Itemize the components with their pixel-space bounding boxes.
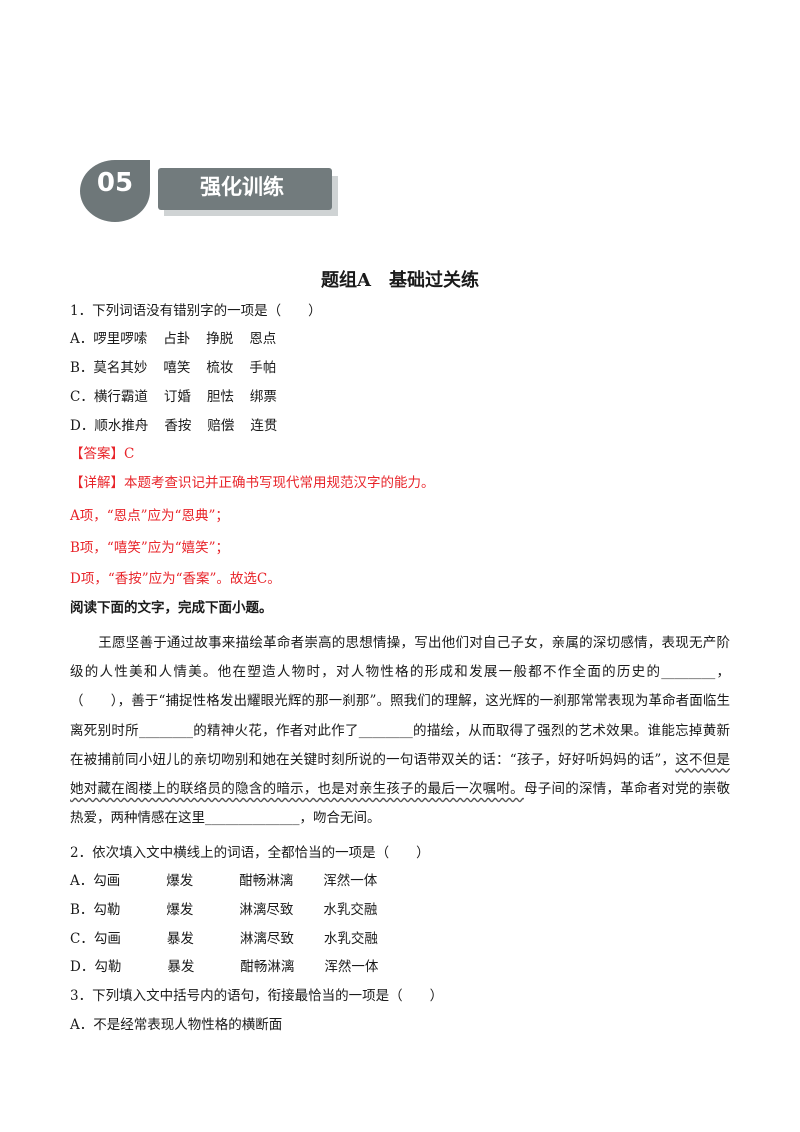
- option-word: 暴发: [167, 959, 195, 975]
- option-word: 浑然一体: [323, 873, 378, 889]
- option-letter: B．: [70, 902, 94, 918]
- option-word: 勾勒: [94, 959, 122, 975]
- passage-wavy-sentence: 这不但是她对藏在阁楼上的联络员的隐含的暗示，也是对亲生孩子的最后一次嘱咐。: [70, 751, 730, 798]
- option-word: 水乳交融: [323, 931, 378, 947]
- option-word: 赔偿: [207, 418, 235, 434]
- option-word: 勾勒: [93, 902, 121, 918]
- option-word: 绑票: [249, 389, 277, 405]
- section-number: 05: [96, 168, 134, 198]
- option-word: 顺水推舟: [94, 418, 149, 434]
- option-word: 爆发: [166, 873, 194, 889]
- option-word: 酣畅淋漓: [240, 959, 295, 975]
- option-word: 爆发: [166, 902, 194, 918]
- q1-option-a: A．啰里啰嗦占卦挣脱恩点: [70, 329, 292, 349]
- q2-option-c: C．勾画 暴发 淋漓尽致 水乳交融: [70, 929, 394, 949]
- option-word: 水乳交融: [323, 902, 378, 918]
- section-number-badge: [80, 160, 150, 222]
- q1-note-d: D项，“香按”应为“香案”。故选C。: [70, 571, 281, 587]
- option-word: 挣脱: [206, 331, 234, 347]
- q2-option-d: D．勾勒 暴发 酣畅淋漓 浑然一体: [70, 957, 394, 977]
- q1-option-b: B．莫名其妙嘻笑梳妆手帕: [70, 358, 292, 378]
- option-letter: A．: [70, 873, 94, 889]
- option-word: 连贯: [250, 418, 278, 434]
- option-letter: C．: [70, 931, 94, 947]
- q3-option-a: A．不是经常表现人物性格的横断面: [70, 1017, 283, 1033]
- reading-instruction: 阅读下面的文字，完成下面小题。: [70, 600, 273, 616]
- section-banner: 05 强化训练: [80, 152, 340, 222]
- option-word: 订婚: [163, 389, 191, 405]
- q3-stem: 3．下列填入文中括号内的语句，衔接最恰当的一项是（ ）: [70, 988, 444, 1004]
- passage-part1: 王愿坚善于通过故事来描绘革命者崇高的思想情操，写出他们对自己子女，亲属的深切感情…: [70, 635, 730, 768]
- option-letter: B．: [70, 360, 94, 376]
- option-letter: D．: [70, 418, 95, 434]
- group-title: 题组A 基础过关练: [321, 270, 479, 291]
- q1-stem: 1．下列词语没有错别字的一项是（ ）: [70, 303, 322, 319]
- option-word: 暴发: [166, 931, 194, 947]
- banner-title: 强化训练: [200, 175, 284, 199]
- option-letter: C．: [70, 389, 94, 405]
- q1-option-c: C．横行霸道订婚胆怯绑票: [70, 387, 293, 407]
- option-word: 淋漓尽致: [239, 902, 294, 918]
- q1-detail: 【详解】本题考查识记并正确书写现代常用规范汉字的能力。: [70, 475, 435, 491]
- q1-note-b: B项，“嘻笑”应为“嬉笑”；: [70, 540, 230, 556]
- q1-answer: 【答案】C: [70, 446, 135, 462]
- option-word: 梳妆: [206, 360, 234, 376]
- option-word: 嘻笑: [163, 360, 191, 376]
- q2-option-a: A．勾画 爆发 酣畅淋漓 浑然一体: [70, 871, 393, 891]
- option-word: 胆怯: [206, 389, 234, 405]
- option-letter: D．: [70, 959, 95, 975]
- reading-passage: 王愿坚善于通过故事来描绘革命者崇高的思想情操，写出他们对自己子女，亲属的深切感情…: [70, 629, 730, 833]
- option-word: 啰里啰嗦: [93, 331, 148, 347]
- q1-option-d: D．顺水推舟香按赔偿连贯: [70, 416, 293, 436]
- passage-part2: 母子间的深情，革命者对党的崇敬热爱，两种情感在这里______________，…: [70, 781, 731, 827]
- q2-stem: 2．依次填入文中横线上的词语，全都恰当的一项是（ ）: [70, 845, 430, 861]
- q1-note-a: A项，“恩点”应为“恩典”；: [70, 508, 229, 524]
- option-word: 浑然一体: [324, 959, 379, 975]
- option-word: 莫名其妙: [93, 360, 148, 376]
- option-word: 香按: [164, 418, 192, 434]
- option-word: 横行霸道: [93, 389, 148, 405]
- option-word: 酣畅淋漓: [239, 873, 294, 889]
- option-word: 恩点: [249, 331, 277, 347]
- option-word: 占卦: [163, 331, 191, 347]
- option-letter: A．: [70, 331, 94, 347]
- option-word: 淋漓尽致: [239, 931, 294, 947]
- option-word: 勾画: [93, 931, 121, 947]
- q2-option-b: B．勾勒 爆发 淋漓尽致 水乳交融: [70, 900, 393, 920]
- option-word: 勾画: [93, 873, 121, 889]
- banner-title-bar: 强化训练: [158, 168, 332, 210]
- option-word: 手帕: [249, 360, 277, 376]
